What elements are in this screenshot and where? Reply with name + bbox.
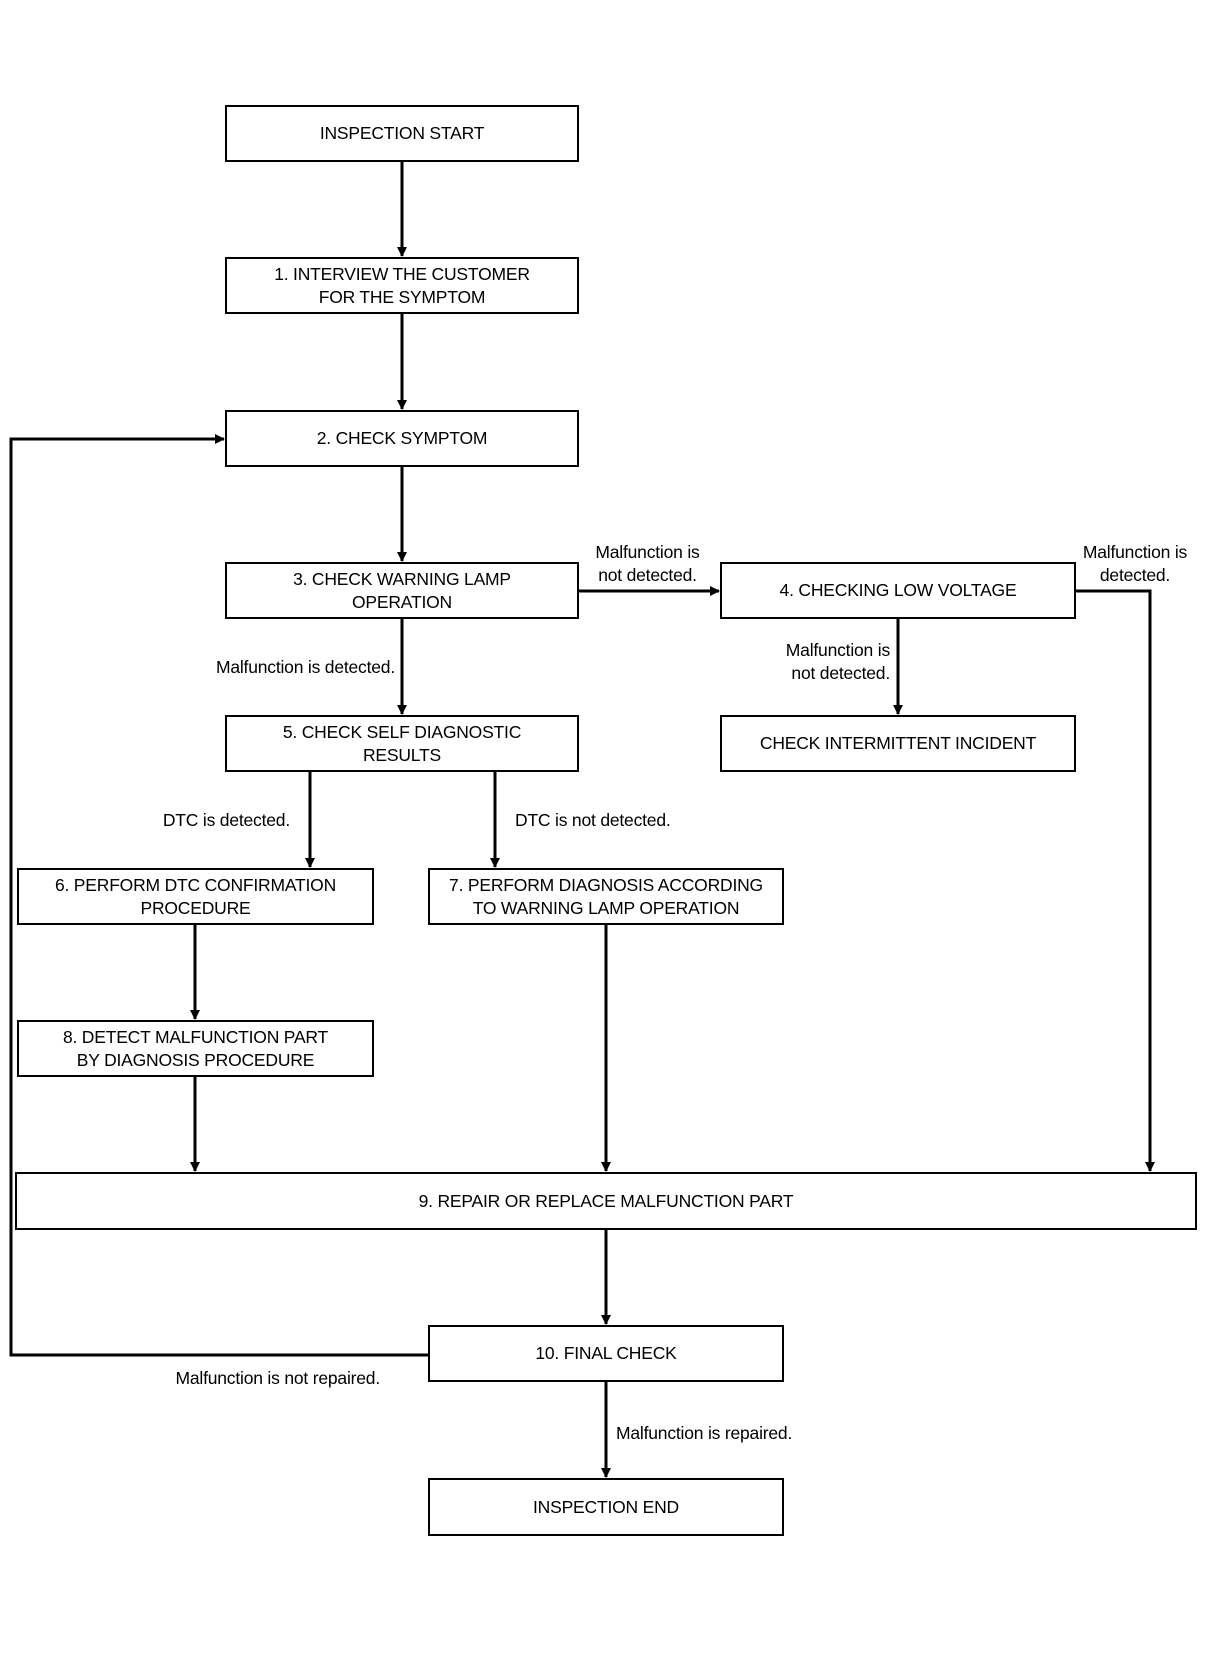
node-inspection-end: INSPECTION END [428, 1478, 784, 1536]
arrow-step10-to-step2 [9, 434, 428, 1357]
node-step1-interview-customer: 1. INTERVIEW THE CUSTOMER FOR THE SYMPTO… [225, 257, 579, 314]
node-step7-diagnosis-warning-lamp: 7. PERFORM DIAGNOSIS ACCORDING TO WARNIN… [428, 868, 784, 925]
node-check-intermittent-incident: CHECK INTERMITTENT INCIDENT [720, 715, 1076, 772]
edge-label-step10-to-step2: Malfunction is not repaired. [175, 1368, 380, 1388]
edge-label-step5-to-step6: DTC is detected. [162, 810, 290, 830]
node-inspection-start: INSPECTION START [225, 105, 579, 162]
edge-label-step4-to-step9: Malfunction is detected. [1082, 542, 1188, 585]
node-step10-final-check: 10. FINAL CHECK [428, 1325, 784, 1382]
edge-label-step3-to-step4: Malfunction is not detected. [595, 542, 700, 585]
node-step8-detect-malfunction-part: 8. DETECT MALFUNCTION PART BY DIAGNOSIS … [17, 1020, 374, 1077]
node-step2-check-symptom: 2. CHECK SYMPTOM [225, 410, 579, 467]
edge-label-step5-to-step7: DTC is not detected. [515, 810, 671, 830]
edge-label-step3-to-step5: Malfunction is detected. [215, 657, 395, 677]
edge-label-step4-to-intermittent: Malfunction is not detected. [785, 640, 890, 683]
arrow-step4-to-step9 [1076, 589, 1155, 1172]
node-step6-dtc-confirmation: 6. PERFORM DTC CONFIRMATION PROCEDURE [17, 868, 374, 925]
node-step3-check-warning-lamp: 3. CHECK WARNING LAMP OPERATION [225, 562, 579, 619]
node-step5-check-self-diagnostic: 5. CHECK SELF DIAGNOSTIC RESULTS [225, 715, 579, 772]
edge-label-step10-to-end: Malfunction is repaired. [616, 1423, 793, 1443]
node-step4-checking-low-voltage: 4. CHECKING LOW VOLTAGE [720, 562, 1076, 619]
node-step9-repair-or-replace: 9. REPAIR OR REPLACE MALFUNCTION PART [15, 1172, 1197, 1230]
